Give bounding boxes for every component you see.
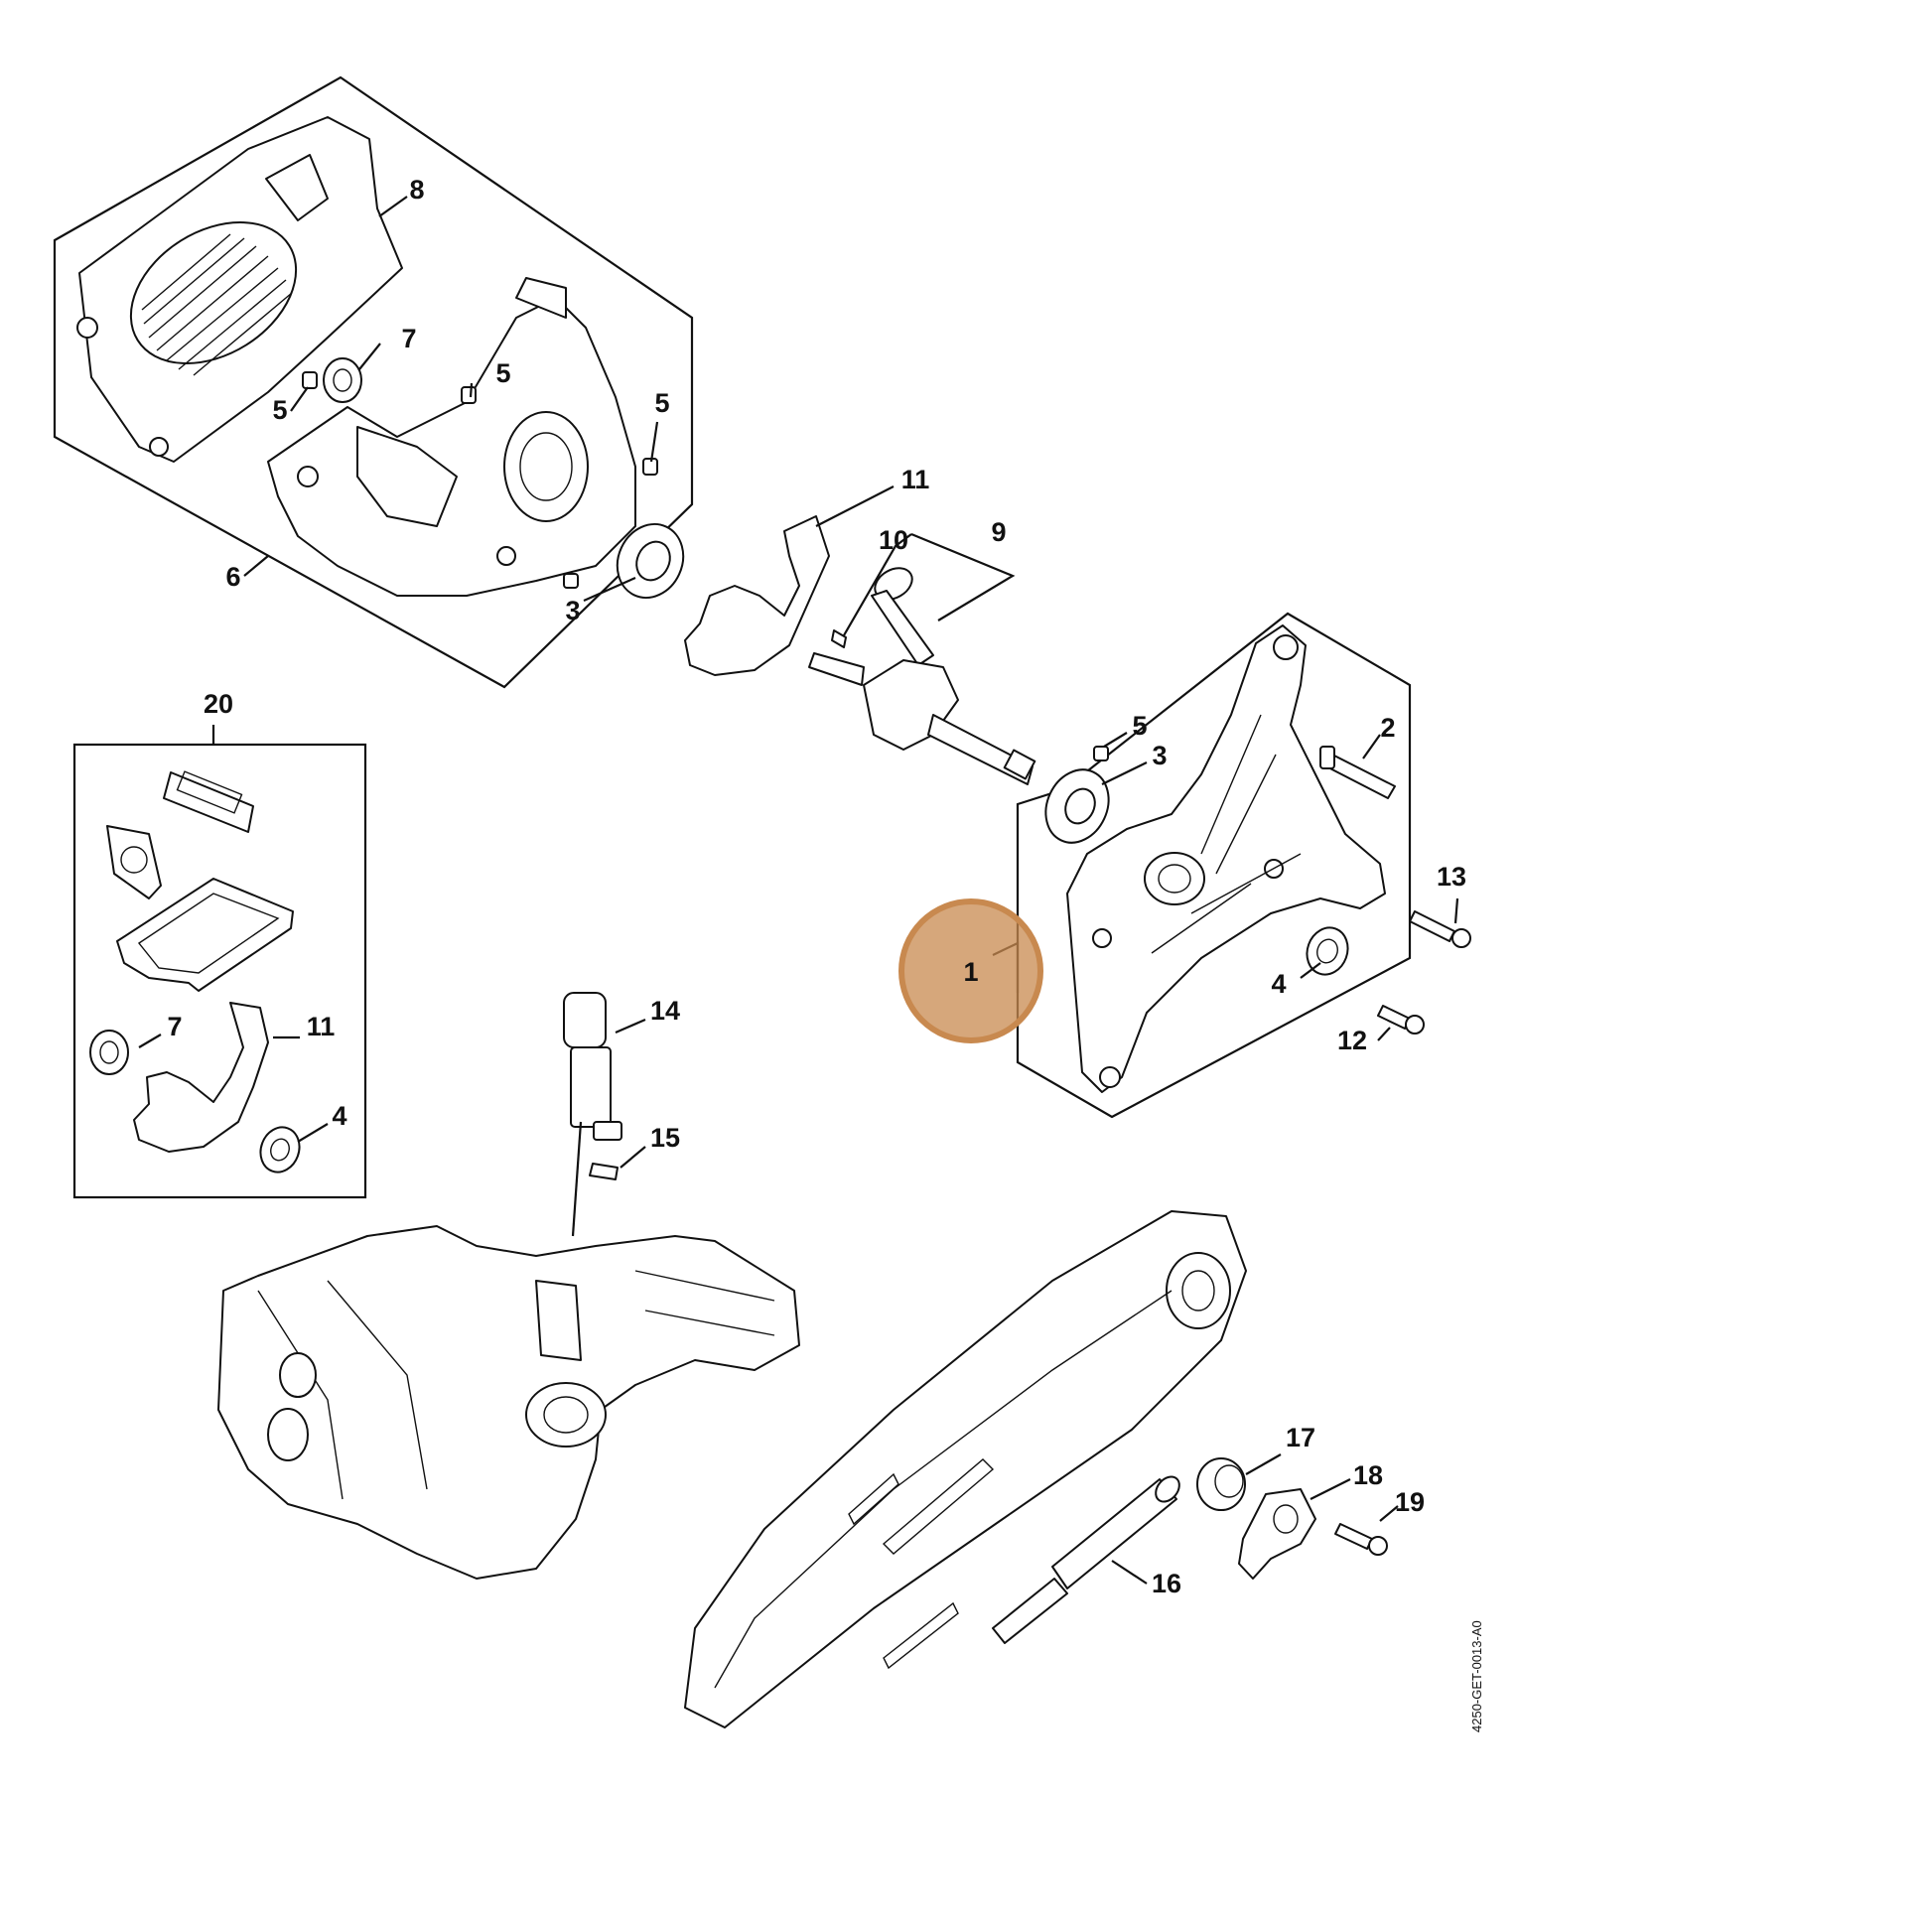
ball-bearing-part-3-right[interactable] [1035, 759, 1120, 853]
sleeve-part-5-b[interactable] [461, 386, 477, 404]
callout-20[interactable]: 20 [204, 689, 233, 719]
highlight-marker [898, 898, 1043, 1043]
crankcase-half-part-6[interactable] [267, 277, 636, 597]
crankshaft-part-9[interactable] [808, 562, 1036, 785]
oil-pump-part-14[interactable] [563, 992, 622, 1237]
callout-labels: 1 2 3 3 4 4 5 5 5 5 6 7 7 8 9 10 11 11 1… [167, 175, 1466, 1598]
callout-16[interactable]: 16 [1152, 1569, 1181, 1598]
gasket-part-11-set[interactable] [133, 1002, 269, 1153]
screw-part-13[interactable] [1409, 910, 1471, 948]
sleeve-part-5-d[interactable] [1093, 746, 1109, 761]
guide-bar-cover-reference [684, 1210, 1247, 1728]
callout-2[interactable]: 2 [1380, 713, 1395, 743]
sleeve-part-5-c[interactable] [642, 458, 658, 476]
callout-3-right[interactable]: 3 [1152, 741, 1167, 770]
callout-9[interactable]: 9 [991, 517, 1006, 547]
callout-11-set[interactable]: 11 [307, 1012, 336, 1041]
group-crankcase-fan-housing [53, 75, 694, 689]
gasket-set-item-muffler-gasket[interactable] [163, 770, 254, 833]
group-crankcase-right [1016, 612, 1412, 1119]
callout-1[interactable]: 1 [963, 957, 978, 987]
group-frame-right [1016, 612, 1412, 1119]
callout-17[interactable]: 17 [1286, 1423, 1315, 1452]
o-ring-part-15[interactable] [589, 1163, 619, 1180]
tensioner-slide-part-16[interactable] [992, 1472, 1184, 1644]
oil-seal-part-4-right[interactable] [1301, 922, 1354, 981]
tensioner-bracket-part-18[interactable] [1238, 1488, 1316, 1580]
crankcase-part-1[interactable] [1066, 624, 1386, 1093]
screw-part-12[interactable] [1377, 1005, 1425, 1035]
callout-5-right[interactable]: 5 [1132, 711, 1147, 741]
callout-6[interactable]: 6 [225, 562, 240, 592]
oil-seal-part-7-set[interactable] [89, 1030, 129, 1075]
callout-19[interactable]: 19 [1395, 1487, 1425, 1517]
callout-4-set[interactable]: 4 [332, 1101, 346, 1131]
callout-11-top[interactable]: 11 [901, 465, 930, 494]
sleeve-part-3-dowel[interactable] [563, 573, 579, 589]
callout-18[interactable]: 18 [1353, 1460, 1383, 1490]
group-frame-top-left [53, 75, 694, 689]
needle-cage-part-10[interactable] [831, 629, 847, 648]
callout-7-top[interactable]: 7 [401, 324, 416, 353]
fan-housing-part-8[interactable] [76, 116, 403, 463]
callout-3-top[interactable]: 3 [565, 596, 580, 625]
gasket-set-item-flange-gasket[interactable] [106, 825, 162, 899]
gasket-set-part-20 [72, 743, 367, 1199]
oil-seal-part-7[interactable] [323, 357, 362, 403]
drawing-code: 4250-GET-0013-A0 [1469, 1620, 1484, 1732]
callout-5-top-right[interactable]: 5 [654, 388, 669, 418]
machine-body-reference [217, 1225, 800, 1580]
screw-part-19[interactable] [1334, 1523, 1388, 1556]
callout-12[interactable]: 12 [1337, 1026, 1367, 1055]
stud-part-2[interactable] [1319, 746, 1396, 799]
callout-13[interactable]: 13 [1437, 862, 1466, 892]
callout-7-set[interactable]: 7 [167, 1012, 182, 1041]
gasket-part-11[interactable] [684, 515, 830, 676]
callout-14[interactable]: 14 [650, 996, 680, 1026]
sleeve-part-5-a[interactable] [302, 371, 318, 389]
gasket-set-item-cylinder-gasket[interactable] [116, 878, 294, 992]
callout-15[interactable]: 15 [650, 1123, 680, 1153]
callout-5-center[interactable]: 5 [495, 358, 510, 388]
group-frame-gasket-set [72, 743, 367, 1199]
oil-seal-part-4-set[interactable] [254, 1122, 305, 1177]
callout-4-right[interactable]: 4 [1271, 969, 1286, 999]
callout-8[interactable]: 8 [409, 175, 424, 205]
callout-5-left[interactable]: 5 [272, 395, 287, 425]
adjusting-nut-part-17[interactable] [1196, 1457, 1246, 1511]
callout-10[interactable]: 10 [879, 525, 908, 555]
